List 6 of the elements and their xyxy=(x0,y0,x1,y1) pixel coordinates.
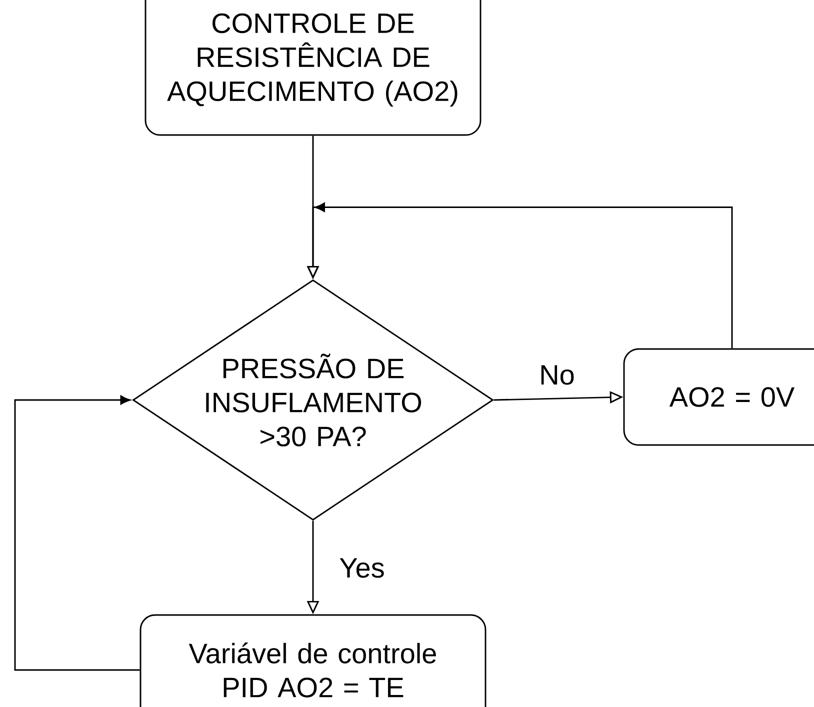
process-box: Variável de controle PID AO2 = TE xyxy=(140,614,486,707)
edge-label: No xyxy=(538,364,576,386)
arrow xyxy=(14,395,140,671)
process-box: CONTROLE DE RESISTÊNCIA DE AQUECIMENTO (AO2) xyxy=(144,0,482,136)
process-box: AO2 = 0V xyxy=(623,348,814,446)
edge-label: Yes xyxy=(338,556,386,580)
